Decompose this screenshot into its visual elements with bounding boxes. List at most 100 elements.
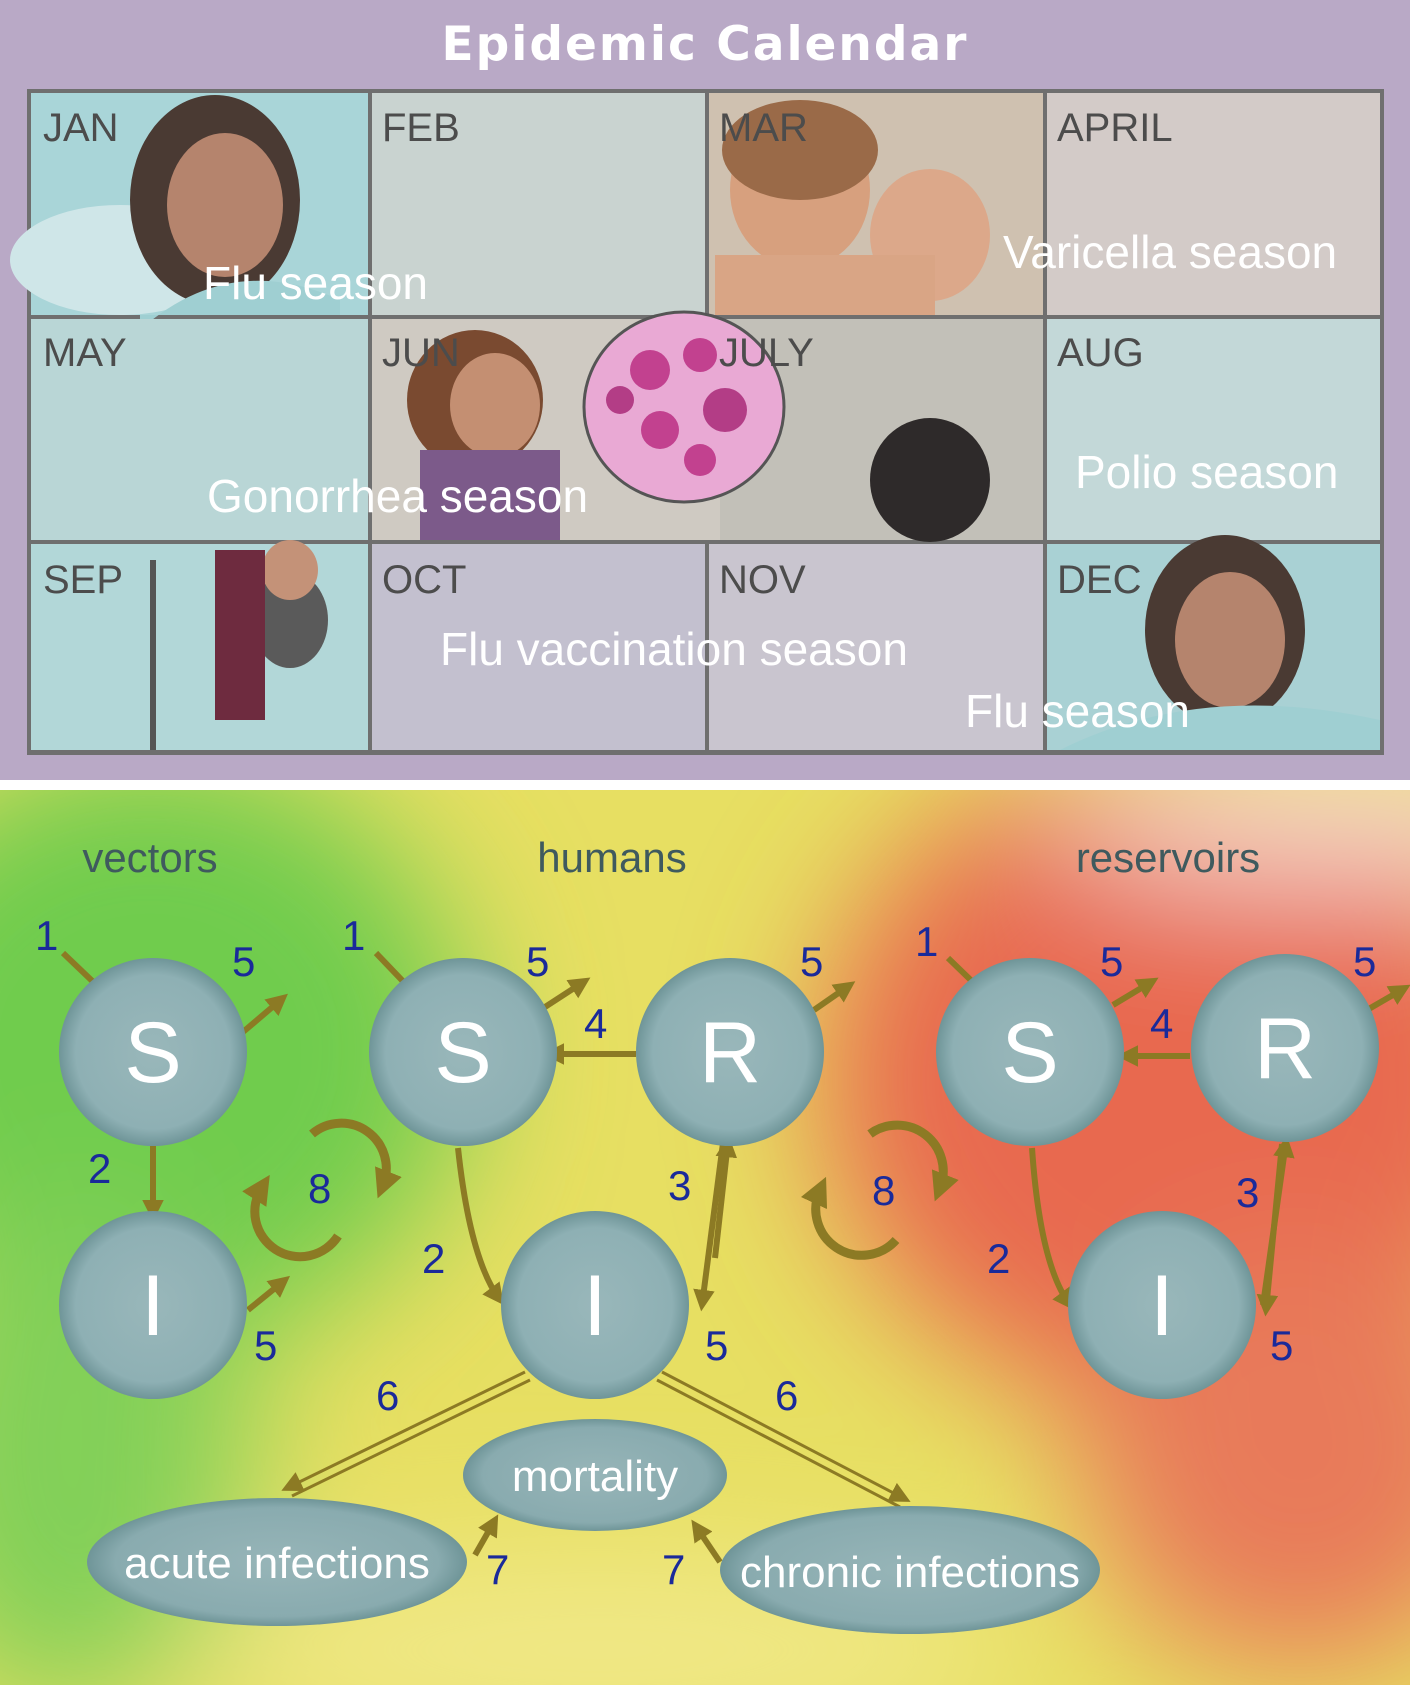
svg-text:I: I: [583, 1258, 607, 1354]
node-reservoirs-s: S: [936, 958, 1124, 1146]
arrow-v5a: [241, 993, 288, 1035]
svg-text:I: I: [1150, 1258, 1174, 1354]
month-mar: MAR: [719, 106, 808, 150]
num-r2: 2: [987, 1235, 1010, 1282]
num-r3: 3: [1236, 1169, 1259, 1216]
cell-april: [1047, 93, 1380, 315]
num-h6b: 6: [775, 1372, 798, 1419]
cell-jan: [10, 93, 368, 330]
svg-text:R: R: [699, 1005, 761, 1101]
num-h7a: 7: [486, 1546, 509, 1593]
svg-text:S: S: [434, 1005, 491, 1101]
node-reservoirs-i: I: [1068, 1211, 1256, 1399]
arrow-h7a: [472, 1514, 499, 1557]
svg-text:acute infections: acute infections: [124, 1539, 430, 1588]
num-v5a: 5: [232, 938, 255, 985]
num-h1: 1: [342, 912, 365, 959]
svg-text:S: S: [124, 1005, 181, 1101]
month-may: MAY: [43, 331, 127, 375]
month-oct: OCT: [382, 558, 466, 602]
cell-jun-july: [372, 310, 1043, 542]
num-h4: 4: [584, 1000, 607, 1047]
num-v5b: 5: [254, 1322, 277, 1369]
cell-oct: [372, 544, 705, 750]
node-reservoirs-r: R: [1191, 954, 1379, 1142]
num-r5b: 5: [1353, 938, 1376, 985]
month-sep: SEP: [43, 558, 123, 602]
num-v1: 1: [35, 912, 58, 959]
num-h6a: 6: [376, 1372, 399, 1419]
num-r1: 1: [915, 918, 938, 965]
svg-text:R: R: [1254, 1001, 1316, 1097]
arrow-h3-up: [712, 1135, 738, 1259]
transmission-model: vectors humans reservoirs: [0, 790, 1410, 1685]
arrow-h7b: [691, 1519, 723, 1564]
node-humans-r: R: [636, 958, 824, 1146]
num-h5b: 5: [800, 938, 823, 985]
arrow-r3-down: [1256, 1143, 1285, 1317]
cell-feb: [372, 93, 705, 315]
svg-text:chronic infections: chronic infections: [740, 1548, 1080, 1597]
arrow-v5b: [246, 1275, 291, 1313]
month-april: APRIL: [1057, 106, 1173, 150]
season-polio: Polio season: [1075, 446, 1338, 498]
num-h5c: 5: [705, 1322, 728, 1369]
arrow-r2: [1029, 1147, 1074, 1311]
month-july: JULY: [719, 331, 814, 375]
month-jan: JAN: [43, 106, 119, 150]
arrow-h2: [455, 1147, 504, 1306]
outcome-chronic-infections: chronic infections: [720, 1506, 1100, 1634]
num-r5c: 5: [1270, 1322, 1293, 1369]
arrow-r5b: [1365, 984, 1410, 1013]
svg-text:S: S: [1001, 1005, 1058, 1101]
arrow-h5a: [543, 977, 591, 1010]
num-v8: 8: [308, 1165, 331, 1212]
month-dec: DEC: [1057, 558, 1141, 602]
num-h2: 2: [422, 1235, 445, 1282]
cell-aug: [1047, 319, 1380, 540]
region-vectors: vectors: [82, 834, 217, 881]
node-vectors-s: S: [59, 958, 247, 1146]
node-humans-s: S: [369, 958, 557, 1146]
cell-may: [31, 319, 368, 540]
season-flu-vaccination: Flu vaccination season: [440, 623, 908, 675]
arrows: [60, 950, 1410, 1564]
svg-text:mortality: mortality: [512, 1452, 678, 1501]
cell-sep: [31, 540, 368, 750]
cell-mar: [709, 93, 1043, 315]
calendar-title: Epidemic Calendar: [442, 17, 969, 72]
node-vectors-i: I: [59, 1211, 247, 1399]
num-h5a: 5: [526, 938, 549, 985]
arrow-h6b: [661, 1370, 911, 1502]
outcome-mortality: mortality: [463, 1419, 727, 1531]
arrow-h3-down: [693, 1142, 726, 1312]
man-illustration: [870, 418, 990, 542]
outcome-acute-infections: acute infections: [87, 1498, 467, 1626]
month-jun: JUN: [382, 331, 460, 375]
month-feb: FEB: [382, 106, 460, 150]
cell-dec: [1047, 535, 1380, 750]
region-humans: humans: [537, 834, 686, 881]
month-nov: NOV: [719, 558, 806, 602]
num-h7b: 7: [662, 1546, 685, 1593]
num-r4: 4: [1150, 1000, 1173, 1047]
arrow-r5a: [1111, 977, 1159, 1008]
arrow-h5b: [812, 981, 856, 1013]
num-r8: 8: [872, 1167, 895, 1214]
month-aug: AUG: [1057, 331, 1144, 375]
season-varicella: Varicella season: [1003, 226, 1337, 278]
num-r5a: 5: [1100, 938, 1123, 985]
season-gonorrhea: Gonorrhea season: [207, 470, 588, 522]
cycle-v8: [242, 1118, 402, 1262]
epidemic-calendar: Epidemic Calendar: [0, 0, 1410, 780]
arrow-h6a: [281, 1370, 526, 1491]
region-reservoirs: reservoirs: [1076, 834, 1260, 881]
num-v2: 2: [88, 1145, 111, 1192]
node-humans-i: I: [501, 1211, 689, 1399]
cycle-r8: [800, 1120, 959, 1260]
transition-numbers: 1 5 2 5 8 1 5 4 5 2 3 5 6 6 7 7 8 1 5 4 …: [35, 912, 1376, 1593]
season-flu-dec: Flu season: [965, 685, 1190, 737]
num-h3: 3: [668, 1162, 691, 1209]
cell-nov: [709, 544, 1043, 750]
